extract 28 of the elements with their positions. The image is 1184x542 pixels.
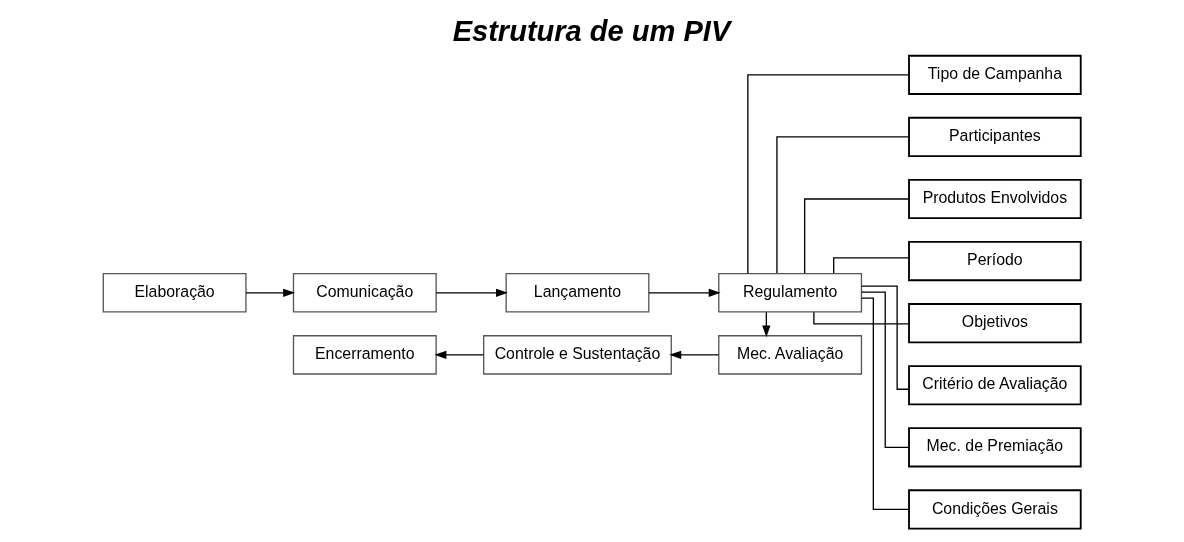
arrow — [648, 288, 721, 297]
node-box: Critério de Avaliação — [908, 365, 1082, 406]
arrow — [435, 288, 508, 297]
node-box: Controle e Sustentação — [483, 335, 672, 375]
node-box: Regulamento — [718, 272, 863, 313]
node-box: Condições Gerais — [908, 489, 1082, 530]
arrow — [434, 350, 485, 360]
node-box: Elaboração — [102, 272, 247, 313]
node-box: Mec. de Premiação — [908, 427, 1082, 468]
node-box: Encerramento — [292, 335, 437, 375]
connector — [861, 291, 910, 448]
node-box: Participantes — [908, 116, 1082, 157]
diagram-title: Estrutura de um PIV — [452, 14, 731, 47]
node-box: Mec. Avaliação — [718, 335, 863, 375]
node-box: Objetivos — [908, 303, 1082, 344]
node-box: Comunicação — [292, 272, 437, 313]
connector — [813, 311, 910, 325]
node-box: Produtos Envolvidos — [908, 178, 1082, 220]
arrow — [669, 350, 720, 360]
connector — [747, 74, 910, 275]
connector — [860, 285, 910, 390]
connector — [804, 198, 910, 275]
connector — [861, 297, 910, 511]
connector — [776, 136, 910, 274]
node-box: Período — [908, 241, 1082, 282]
node-box: Tipo de Campanha — [908, 54, 1082, 95]
node-box: Lançamento — [505, 272, 650, 313]
arrow — [245, 288, 296, 297]
